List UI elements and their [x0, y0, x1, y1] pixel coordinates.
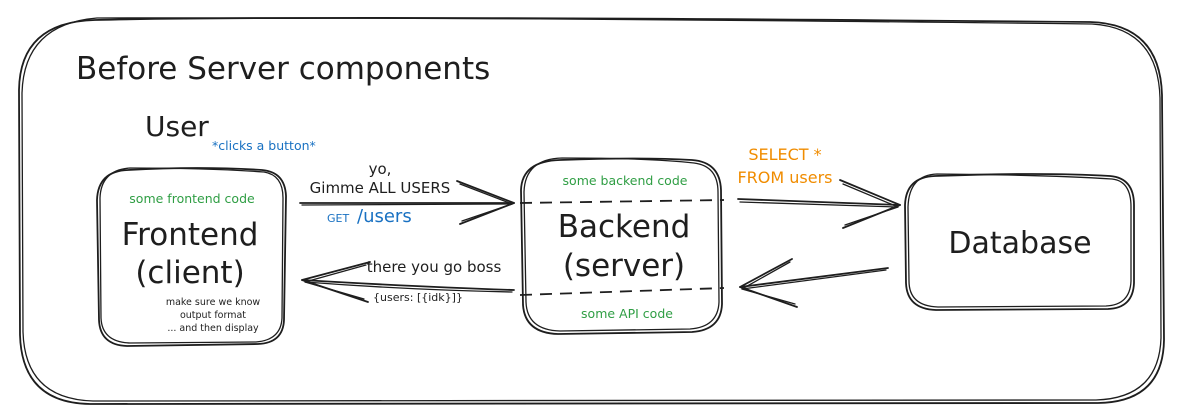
user-action-note: *clicks a button* [212, 138, 316, 153]
backend-top-note: some backend code [563, 173, 688, 188]
frontend-top-note: some frontend code [129, 191, 255, 206]
backend-label-line1: Backend [558, 209, 691, 245]
response-arrow [301, 261, 515, 303]
backend-bottom-note: some API code [581, 306, 673, 321]
outer-container [18, 17, 1165, 405]
query-arrow [737, 179, 901, 229]
backend-top-divider [519, 199, 725, 204]
result-arrow [739, 258, 889, 308]
user-label: User [145, 110, 209, 143]
frontend-note-line1: make sure we know [166, 297, 261, 308]
frontend-node: some frontend code Frontend (client) mak… [96, 167, 287, 347]
database-node: Database [904, 173, 1135, 311]
frontend-note-line2: output format [180, 310, 246, 321]
response-payload: {users: [{idk}]} [373, 291, 463, 304]
frontend-note-line3: ... and then display [167, 323, 259, 334]
backend-bottom-divider [519, 287, 725, 296]
database-label: Database [948, 226, 1091, 261]
diagram-title: Before Server components [76, 51, 490, 87]
query-label-line2: FROM users [737, 168, 832, 187]
request-method: GET [327, 212, 349, 225]
frontend-label-line2: (client) [135, 255, 244, 291]
request-label-line2: Gimme ALL USERS [310, 179, 451, 197]
request-path: /users [357, 206, 412, 227]
response-label: there you go boss [367, 258, 502, 276]
backend-label-line2: (server) [563, 248, 685, 284]
backend-node: some backend code Backend (server) some … [519, 157, 725, 335]
request-arrow [299, 180, 515, 225]
frontend-label-line1: Frontend [122, 217, 259, 253]
request-label-line1: yo, [369, 160, 392, 178]
query-label-line1: SELECT * [748, 145, 821, 164]
